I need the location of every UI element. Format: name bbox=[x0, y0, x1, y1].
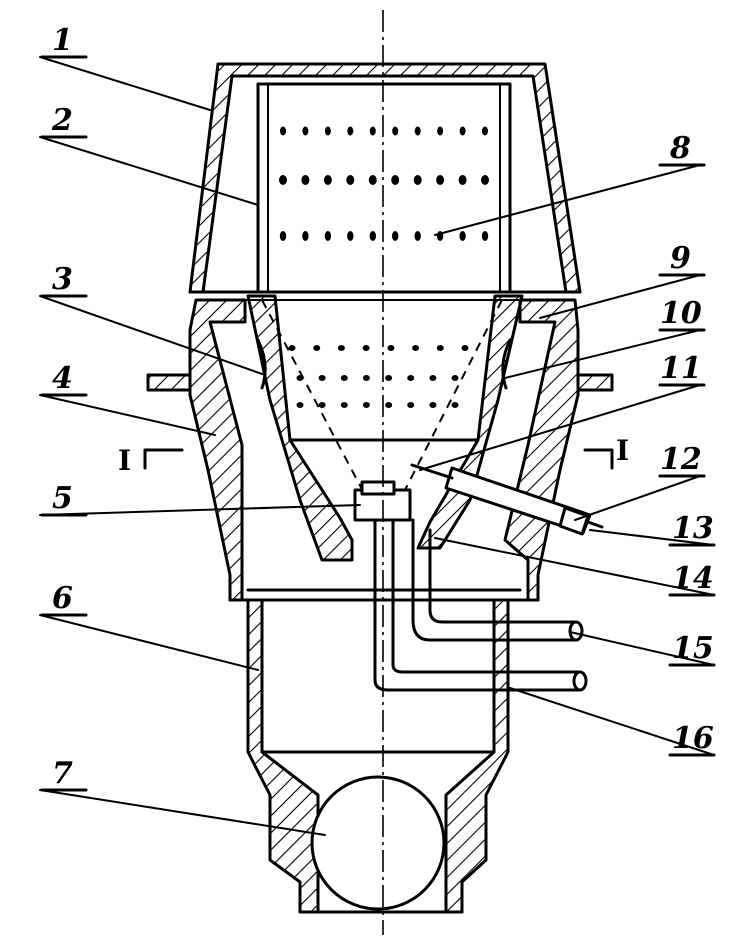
perforation-hole bbox=[363, 345, 370, 351]
perforation-hole bbox=[370, 127, 376, 136]
label-13: 13 bbox=[672, 511, 714, 546]
label-11: 11 bbox=[660, 351, 702, 386]
perforation-hole bbox=[437, 345, 444, 351]
perforation-hole bbox=[346, 175, 354, 185]
perforation-hole bbox=[415, 231, 421, 241]
perforation-hole bbox=[302, 127, 308, 136]
ball-valve bbox=[312, 777, 444, 909]
perforation-hole bbox=[481, 175, 489, 185]
perforation-hole bbox=[302, 231, 308, 241]
outer-cap bbox=[190, 64, 580, 292]
perforation-hole bbox=[279, 175, 287, 185]
lower-holes bbox=[289, 345, 469, 408]
label-12: 12 bbox=[660, 442, 702, 477]
perforation-hole bbox=[338, 345, 345, 351]
perforation-hole bbox=[301, 175, 309, 185]
perforation-hole bbox=[280, 231, 286, 241]
perforation-hole bbox=[385, 375, 392, 381]
label-9: 9 bbox=[670, 241, 691, 276]
perforation-hole bbox=[415, 127, 421, 136]
leader-lines bbox=[40, 57, 714, 835]
perforation-hole bbox=[429, 402, 436, 408]
perforation-hole bbox=[391, 175, 399, 185]
perforation-hole bbox=[324, 175, 332, 185]
perforation-hole bbox=[482, 127, 488, 136]
label-6: 6 bbox=[52, 581, 73, 616]
svg-text:I: I bbox=[616, 434, 629, 467]
label-14: 14 bbox=[672, 561, 714, 596]
label-16: 16 bbox=[672, 721, 714, 756]
perforation-hole bbox=[407, 402, 414, 408]
perforation-hole bbox=[437, 127, 443, 136]
label-10: 10 bbox=[660, 296, 702, 331]
perforation-hole bbox=[459, 175, 467, 185]
perforation-hole bbox=[347, 231, 353, 241]
perforation-hole bbox=[452, 375, 459, 381]
fuel-pipes bbox=[375, 520, 586, 690]
perforation-hole bbox=[370, 231, 376, 241]
perforation-hole bbox=[297, 402, 304, 408]
perforation-hole bbox=[462, 345, 469, 351]
perforation-hole bbox=[482, 231, 488, 241]
label-7: 7 bbox=[52, 756, 73, 791]
label-15: 15 bbox=[672, 631, 714, 666]
perforation-hole bbox=[436, 175, 444, 185]
label-2: 2 bbox=[51, 103, 73, 138]
perforation-hole bbox=[387, 345, 394, 351]
perforation-hole bbox=[414, 175, 422, 185]
perforation-hole bbox=[289, 345, 296, 351]
section-mark-left: I bbox=[118, 444, 182, 477]
mid-flange bbox=[230, 590, 538, 600]
label-1: 1 bbox=[52, 23, 73, 58]
perforation-hole bbox=[325, 231, 331, 241]
perforation-hole bbox=[341, 375, 348, 381]
svg-text:I: I bbox=[118, 444, 131, 477]
perforation-hole bbox=[280, 127, 286, 136]
perforation-hole bbox=[363, 402, 370, 408]
label-3: 3 bbox=[52, 262, 73, 297]
perforation-hole bbox=[459, 231, 465, 241]
label-8: 8 bbox=[669, 131, 691, 166]
perforation-hole bbox=[341, 402, 348, 408]
upper-holes bbox=[279, 127, 489, 242]
label-4: 4 bbox=[52, 361, 73, 396]
perforation-hole bbox=[412, 345, 419, 351]
perforation-hole bbox=[325, 127, 331, 136]
perforation-hole bbox=[385, 402, 392, 408]
perforation-hole bbox=[319, 375, 326, 381]
section-mark-right: I bbox=[585, 434, 629, 468]
perforation-hole bbox=[460, 127, 466, 136]
perforation-hole bbox=[347, 127, 353, 136]
label-5: 5 bbox=[52, 481, 73, 516]
perforation-hole bbox=[319, 402, 326, 408]
perforation-hole bbox=[369, 175, 377, 185]
perforated-cylinder bbox=[190, 84, 580, 300]
perforation-hole bbox=[392, 231, 398, 241]
perforation-hole bbox=[363, 375, 370, 381]
perforation-hole bbox=[452, 402, 459, 408]
perforation-hole bbox=[407, 375, 414, 381]
perforation-hole bbox=[429, 375, 436, 381]
perforation-hole bbox=[313, 345, 320, 351]
perforation-hole bbox=[392, 127, 398, 136]
